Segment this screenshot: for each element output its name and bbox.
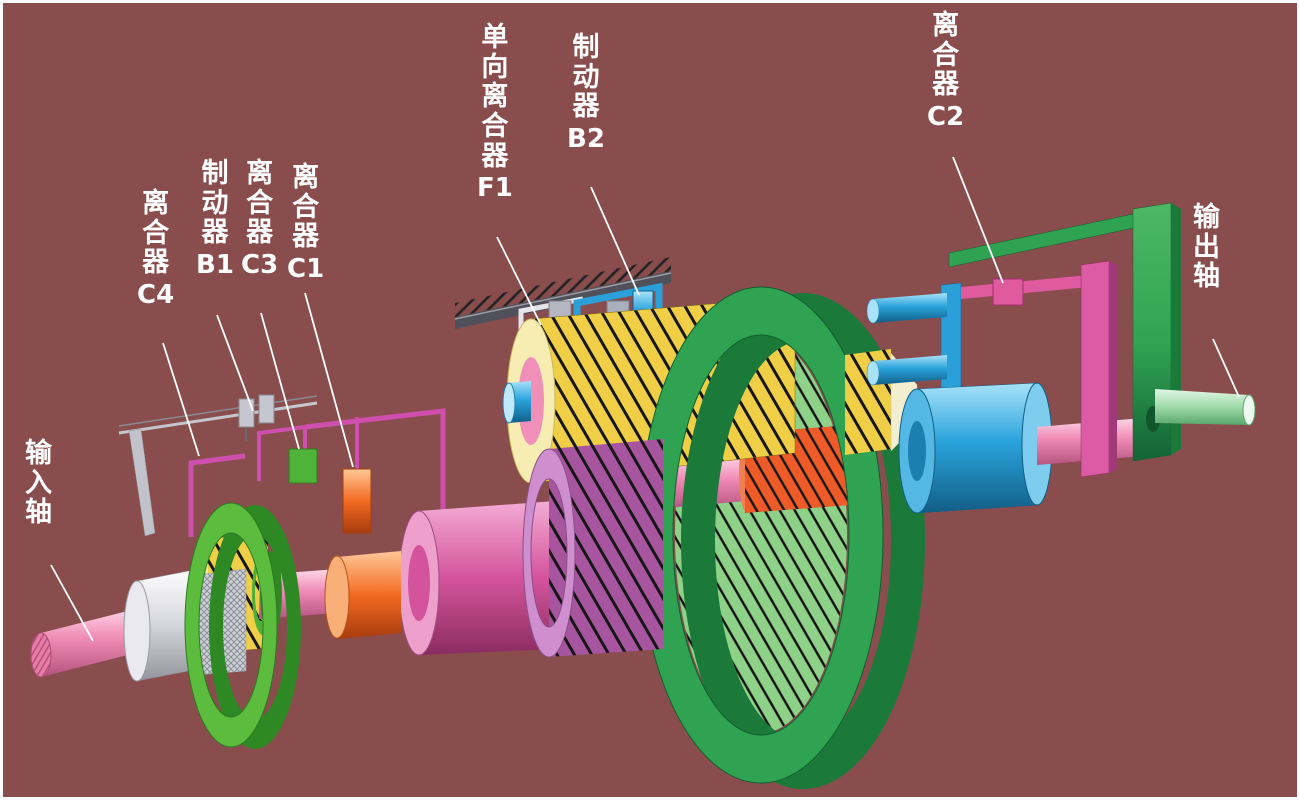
label-clutch-c3-code: C3 — [241, 250, 279, 281]
label-clutch-c4-text: 离合器 — [142, 188, 170, 279]
output-shaft-body — [1155, 389, 1249, 425]
label-clutch-c1-code: C1 — [287, 254, 325, 285]
clutch-c1-hub — [342, 468, 372, 534]
label-brake-b2-code: B2 — [567, 124, 605, 155]
clutch-c2-assembly — [845, 260, 1155, 514]
middle-drums — [324, 439, 663, 658]
brake-b1-assembly — [238, 394, 275, 441]
label-output-shaft-text: 输出轴 — [1193, 202, 1221, 293]
label-input-shaft-text: 输入轴 — [25, 438, 53, 529]
label-clutch-c1: 离合器 C1 — [287, 163, 324, 284]
label-input-shaft: 输入轴 — [23, 439, 54, 528]
leader-lines — [50, 156, 1240, 642]
label-brake-b1-text: 制动器 — [201, 158, 229, 249]
label-clutch-c3-text: 离合器 — [246, 158, 274, 249]
label-clutch-c2-text: 离合器 — [932, 10, 960, 101]
blue-rod-lower — [873, 355, 947, 385]
leader-clutch-c2 — [952, 156, 1004, 284]
magenta-cylinder-body — [419, 501, 555, 655]
green-link-bar — [948, 208, 1158, 268]
label-clutch-c4-code: C4 — [137, 280, 175, 311]
ground-bracket-strip — [128, 428, 156, 537]
leader-output-shaft — [1212, 338, 1240, 398]
input-shaft-end-face — [30, 632, 52, 678]
label-brake-b1: 制动器 B1 — [196, 159, 234, 280]
label-oneway-clutch-f1-text: 单向离合器 — [481, 22, 509, 172]
label-oneway-clutch-f1-code: F1 — [477, 173, 513, 204]
front-planetary-assembly — [184, 502, 337, 749]
label-brake-b2-text: 制动器 — [572, 32, 600, 123]
rear-ring-gear-assembly — [502, 286, 926, 789]
label-brake-b1-code: B1 — [196, 250, 234, 281]
orange-hub-face — [324, 555, 350, 639]
label-clutch-c3: 离合器 C3 — [241, 159, 278, 280]
leader-input-shaft — [50, 564, 94, 642]
label-clutch-c2-code: C2 — [927, 102, 965, 133]
clutch-c3-hub — [288, 448, 318, 484]
ground-rail-left — [118, 395, 318, 537]
label-clutch-c1-text: 离合器 — [292, 162, 320, 253]
front-ring-gear — [184, 502, 278, 748]
ground-rail-center — [454, 257, 672, 329]
purple-drum-body — [549, 439, 663, 657]
label-oneway-clutch-f1: 单向离合器 F1 — [477, 23, 513, 203]
output-assembly — [948, 202, 1256, 462]
label-output-shaft: 输出轴 — [1191, 203, 1222, 292]
leader-brake-b1 — [216, 314, 254, 412]
input-shaft-assembly — [30, 566, 210, 682]
leader-brake-b2 — [590, 186, 640, 296]
output-shaft-end-face — [1242, 394, 1256, 426]
orange-hub-body — [337, 551, 401, 639]
transmission-diagram — [30, 156, 1256, 789]
input-sleeve-face — [123, 580, 151, 682]
clutch-c2-piston — [992, 278, 1024, 306]
leader-clutch-c4 — [162, 342, 200, 457]
clutch-c4-frame — [188, 453, 246, 537]
pink-top-bar — [961, 275, 1089, 299]
label-clutch-c2: 离合器 C2 — [927, 11, 964, 132]
leader-clutch-c1 — [304, 292, 354, 468]
clutch-c3-frame — [257, 424, 307, 481]
label-clutch-c4: 离合器 C4 — [137, 189, 174, 310]
leader-clutch-c3 — [260, 312, 300, 450]
clutch-c2-drum-plate — [1080, 260, 1110, 478]
leader-oneway-f1 — [496, 236, 542, 326]
input-shaft-body — [41, 607, 143, 677]
blue-rod-upper — [873, 293, 947, 323]
label-brake-b2: 制动器 B2 — [567, 33, 605, 154]
purple-drum-face — [522, 448, 576, 658]
